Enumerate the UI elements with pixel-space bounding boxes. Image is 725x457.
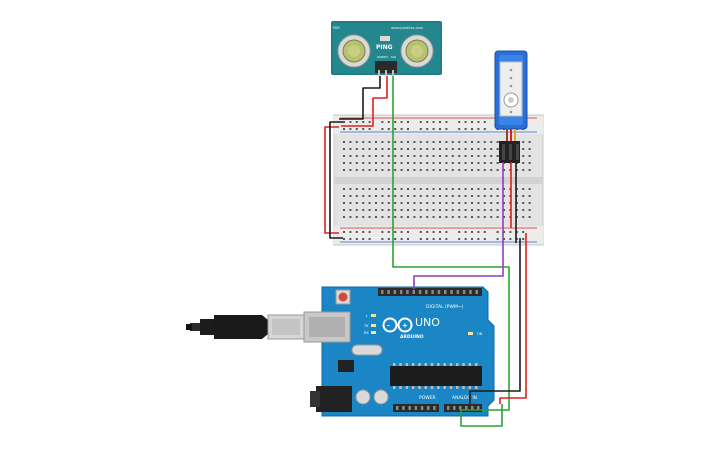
capacitor-1 <box>355 389 371 405</box>
voltage-regulator <box>338 360 354 372</box>
atmega-chip <box>390 366 482 386</box>
led-on-label: ON <box>477 332 483 336</box>
usb-cable[interactable] <box>186 314 305 340</box>
digital-header-label: DIGITAL (PWM~) <box>426 304 464 310</box>
arduino-uno-board[interactable]: DIGITAL (PWM~) - + UNO ARDUINO L TX RX O… <box>303 286 495 417</box>
sensor-header <box>375 61 397 73</box>
power-jack <box>316 386 352 412</box>
svg-text:+: + <box>402 322 408 330</box>
svg-text:PAR: PAR <box>333 26 340 30</box>
wire-sensor-5v[interactable] <box>341 76 388 127</box>
board-brand: ARDUINO <box>400 334 424 340</box>
wire-rail-red-left[interactable] <box>324 126 339 234</box>
reset-button[interactable] <box>338 292 348 302</box>
board-model: UNO <box>415 316 440 329</box>
breadboard-center-channel <box>334 177 543 184</box>
digital-header <box>378 288 482 296</box>
wire-sensor-sig[interactable] <box>392 76 510 427</box>
sensor-brand: www.parallax.com <box>391 26 424 30</box>
sensor-pin-gnd: GND <box>377 55 385 59</box>
sensor-right-transducer <box>400 34 434 68</box>
analog-header-label: ANALOG IN <box>452 395 477 401</box>
sensor-led <box>380 36 390 41</box>
capacitor-2 <box>373 389 389 405</box>
sensor-pin-5v: 5V <box>384 55 389 59</box>
wire-rail-black-left[interactable] <box>329 121 343 239</box>
sensor-label: PING <box>376 44 393 51</box>
wire-board-gnd[interactable] <box>469 238 521 404</box>
led-l-label: L <box>366 314 368 318</box>
arduino-logo: - + <box>382 317 413 333</box>
crystal <box>351 344 383 356</box>
wires[interactable] <box>324 76 527 427</box>
svg-text:-: - <box>387 322 390 330</box>
led-tx-label: TX <box>363 324 369 328</box>
analog-header <box>444 404 482 412</box>
wire-sensor-gnd[interactable] <box>339 76 381 120</box>
sensor-left-transducer <box>337 34 371 68</box>
power-header-label: POWER <box>419 395 436 401</box>
servo-motor[interactable] <box>494 50 528 163</box>
led-rx-label: RX <box>364 331 369 335</box>
sensor-pin-sig: SIG <box>391 55 397 59</box>
ultrasonic-sensor[interactable]: PAR www.parallax.com PING GND 5V SIG <box>331 21 442 76</box>
wire-servo-signal[interactable] <box>413 162 504 289</box>
wire-board-5v[interactable] <box>499 233 527 404</box>
